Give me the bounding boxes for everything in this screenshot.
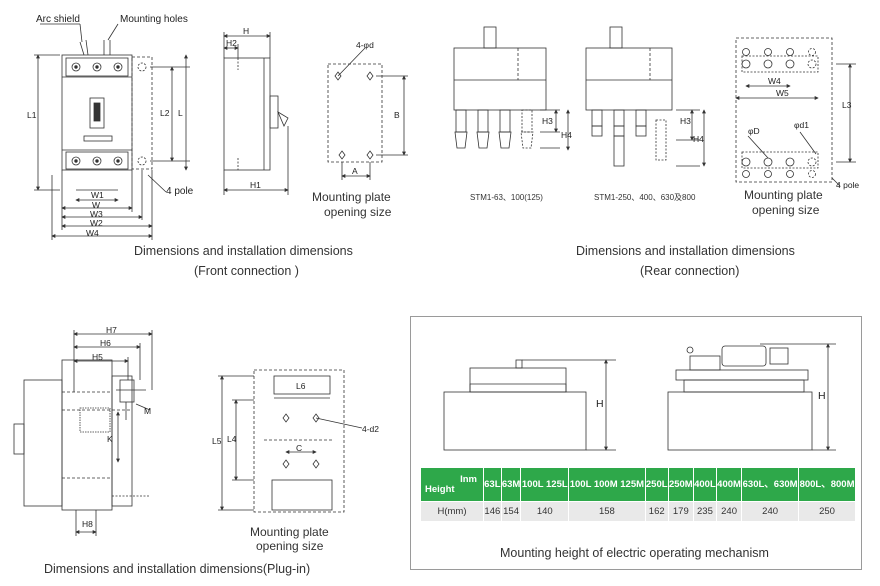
dim-h: H [243, 26, 250, 36]
corner-bottom: Height [425, 483, 455, 495]
height-table-row: H(mm) 146 154 140 158 162 179 235 240 24… [420, 501, 856, 522]
dim-l6: L6 [296, 381, 306, 391]
table-cell: 158 [568, 501, 646, 522]
dim-phi-d: φD [748, 126, 760, 136]
mounting-holes-label: Mounting holes [120, 14, 188, 25]
plate-caption-plugin-1: Mounting plate [250, 525, 329, 539]
table-cell: 240 [741, 501, 800, 522]
four-pole-label-front: 4 pole [166, 186, 194, 197]
caption-front-2: (Front connection ) [194, 264, 299, 278]
dim-l: L [178, 108, 183, 118]
col-header: 63M [500, 467, 522, 502]
plugin-mounting-plate [218, 369, 363, 513]
dim-l1: L1 [27, 110, 37, 120]
four-pole-label-rear: 4 pole [836, 180, 860, 190]
col-header: 400M [715, 467, 743, 502]
dim-h8: H8 [82, 519, 93, 529]
height-table-header: Inm Height 63L 63M 100L 125L 100L 100M 1… [420, 467, 856, 502]
caption-front-1: Dimensions and installation dimensions [134, 244, 353, 258]
plate-caption-plugin-2: opening size [256, 539, 324, 553]
plate-caption-rear-1: Mounting plate [744, 188, 823, 202]
table-cell: 140 [520, 501, 570, 522]
dim-k: K [107, 434, 113, 444]
dim-h1: H1 [250, 180, 261, 190]
row-label: H(mm) [420, 501, 484, 522]
table-cell: 235 [692, 501, 717, 522]
dim-w3: W3 [90, 209, 103, 219]
table-cell: 146 [483, 501, 502, 522]
mounting-plate-front [327, 47, 408, 180]
mechanism-a [443, 359, 616, 451]
caption-plugin: Dimensions and installation dimensions(P… [44, 562, 311, 576]
dim-a: A [352, 166, 358, 176]
dim-h5: H5 [92, 352, 103, 362]
table-cell: 154 [500, 501, 522, 522]
corner-top: Inm [460, 473, 477, 485]
dim-l4: L4 [227, 434, 237, 444]
dim-h-left: H [596, 398, 604, 410]
col-header: 630L、630M [741, 467, 800, 502]
col-header: 63L [483, 467, 502, 502]
height-table: Inm Height 63L 63M 100L 125L 100L 100M 1… [420, 467, 856, 522]
table-cell: 162 [644, 501, 669, 522]
dim-h-right: H [818, 390, 826, 402]
plate-caption-front-1: Mounting plate [312, 190, 391, 204]
plugin-side-view [13, 330, 153, 536]
dim-h6: H6 [100, 338, 111, 348]
dim-hole-front: 4-φd [356, 40, 374, 50]
dim-h4-a: H4 [561, 130, 572, 140]
dim-l2: L2 [160, 108, 170, 118]
mounting-plate-rear [735, 37, 856, 187]
col-header: 250L [644, 467, 669, 502]
side-view-breaker [223, 32, 289, 195]
dim-c: C [296, 443, 303, 453]
dim-w5: W5 [776, 88, 789, 98]
caption-rear-2: (Rear connection) [640, 264, 740, 278]
col-header: 100L 100M 125M [568, 467, 646, 502]
col-header: 400L [692, 467, 717, 502]
dim-w4-rear: W4 [768, 76, 781, 86]
header-corner: Inm Height [420, 467, 484, 502]
dim-m: M [144, 406, 152, 416]
dim-h3-b: H3 [680, 116, 691, 126]
front-view-breaker [34, 23, 190, 240]
model-a-label: STM1-63、100(125) [470, 193, 543, 202]
col-header: 250M [667, 467, 694, 502]
dim-h4-b: H4 [693, 134, 704, 144]
dim-w4: W4 [86, 228, 99, 238]
mechanism-b [667, 343, 836, 451]
col-header: 100L 125L [520, 467, 570, 502]
dim-l3: L3 [842, 100, 852, 110]
col-header: 800L、800M [798, 467, 856, 502]
dim-phi-d1: φd1 [794, 120, 809, 130]
plate-caption-front-2: opening size [324, 205, 392, 219]
model-b-label: STM1-250、400、630及800 [594, 193, 696, 202]
dim-l5: L5 [212, 436, 222, 446]
table-cell: 250 [798, 501, 856, 522]
table-cell: 240 [715, 501, 743, 522]
dim-w1: W1 [91, 190, 104, 200]
dim-w: W [92, 200, 101, 210]
dim-b: B [394, 110, 400, 120]
table-cell: 179 [667, 501, 694, 522]
dim-h7: H7 [106, 325, 117, 335]
caption-rear-1: Dimensions and installation dimensions [576, 244, 795, 258]
plate-caption-rear-2: opening size [752, 203, 820, 217]
rear-view-b [585, 26, 706, 167]
dim-w2: W2 [90, 218, 103, 228]
dim-h2: H2 [226, 38, 237, 48]
caption-mechanism: Mounting height of electric operating me… [500, 546, 769, 560]
mechanism-frame [410, 316, 862, 570]
dim-hole-plugin: 4-d2 [362, 424, 380, 434]
dim-h3-a: H3 [542, 116, 553, 126]
rear-view-a [453, 26, 570, 151]
arc-shield-label: Arc shield [36, 14, 80, 25]
